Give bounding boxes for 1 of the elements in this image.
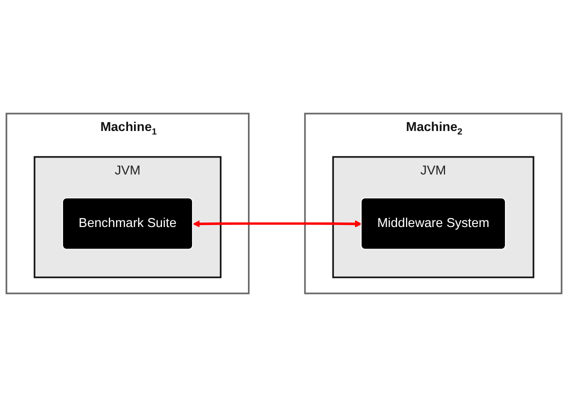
arrow [192, 220, 362, 228]
